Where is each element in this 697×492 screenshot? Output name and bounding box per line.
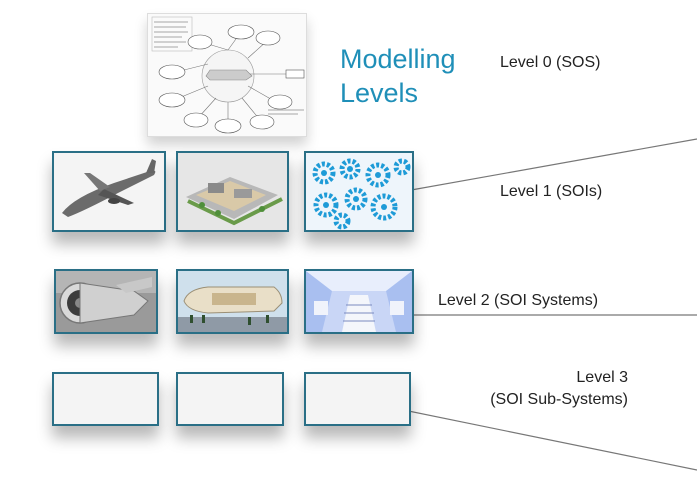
- empty-tile-2: [176, 372, 284, 426]
- empty-tile-3: [304, 372, 411, 426]
- level-3-label-line-2: (SOI Sub-Systems): [490, 391, 628, 408]
- level-2-label: Level 2 (SOI Systems): [438, 292, 599, 309]
- level-0-label: Level 0 (SOS): [500, 54, 601, 71]
- cabin-interior-image: [304, 269, 414, 334]
- page-title: Modelling Levels: [340, 42, 480, 110]
- airport-image: [176, 151, 289, 232]
- title-line-2: Levels: [340, 78, 419, 108]
- level-3-label: Level 3 (SOI Sub-Systems): [440, 367, 628, 411]
- title-line-1: Modelling: [340, 44, 456, 74]
- airplane-image: [52, 151, 166, 232]
- empty-tile-1: [52, 372, 159, 426]
- level-1-label: Level 1 (SOIs): [500, 183, 603, 200]
- gears-network-image: [304, 151, 414, 232]
- aircraft-assembly-image: [176, 269, 289, 334]
- sos-diagram-image: [147, 13, 307, 137]
- level-3-label-line-1: Level 3: [576, 369, 628, 386]
- jet-engine-image: [54, 269, 158, 334]
- connector-line-level-3: [383, 405, 697, 471]
